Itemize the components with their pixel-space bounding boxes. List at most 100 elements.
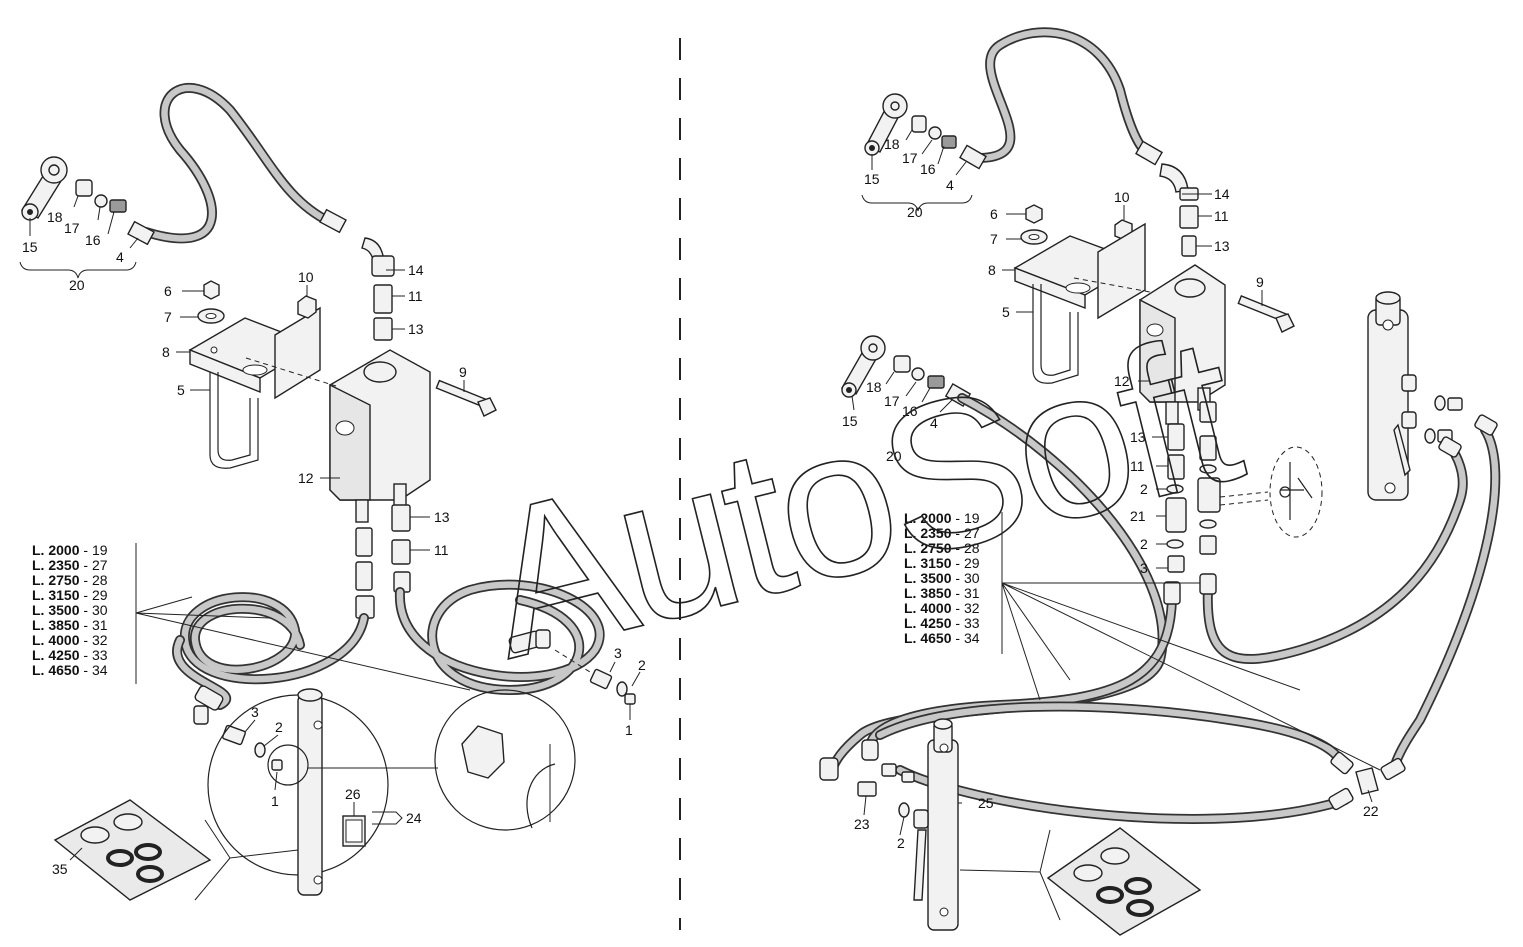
left-banjo-assembly: [21, 156, 127, 221]
length-row: L. 3150 - 29: [904, 555, 980, 571]
length-row: L. 2350 - 27: [904, 525, 980, 541]
callout-2b: 2: [1140, 536, 1148, 552]
check-valve-symbol: [1269, 446, 1323, 538]
callout-9: 9: [459, 364, 467, 380]
callout-4: 4: [946, 177, 954, 193]
callout-13: 13: [408, 321, 424, 337]
length-row: L. 4000 - 32: [32, 632, 108, 648]
callout-2c: 2: [897, 835, 905, 851]
callout-11: 11: [408, 288, 423, 304]
length-row: L. 4000 - 32: [904, 600, 980, 616]
callout-23: 23: [854, 816, 870, 832]
callout-11: 11: [1214, 208, 1229, 224]
callout-7: 7: [164, 309, 172, 325]
callout-18b: 18: [866, 379, 882, 395]
left-callouts: 15 18 17 16 4 20 6 7 8 5 10 14 11 13 9 1…: [22, 209, 646, 877]
length-row: L. 4250 - 33: [904, 615, 980, 631]
right-length-table: L. 2000 - 19 L. 2350 - 27 L. 2750 - 28 L…: [904, 510, 980, 646]
callout-21: 21: [1130, 508, 1146, 524]
left-fitting-11b: [391, 539, 411, 565]
left-fitting-13: [373, 317, 393, 341]
left-valve-body-12: [329, 349, 431, 523]
callout-8: 8: [988, 262, 996, 278]
callout-13b: 13: [434, 509, 450, 525]
callout-6: 6: [164, 283, 172, 299]
callout-17b: 17: [884, 393, 900, 409]
length-row: L. 2750 - 28: [904, 540, 980, 556]
left-bolt-9: [435, 379, 497, 417]
left-seal-kit-35: [53, 799, 212, 901]
callout-17: 17: [902, 150, 918, 166]
length-row: L. 3850 - 31: [904, 585, 980, 601]
callout-2b: 2: [275, 719, 283, 735]
callout-20: 20: [907, 204, 923, 220]
callout-1b: 1: [271, 793, 279, 809]
callout-3: 3: [1140, 560, 1148, 576]
length-row: L. 3500 - 30: [904, 570, 980, 586]
callout-12: 12: [298, 470, 314, 486]
callout-25: 25: [978, 795, 994, 811]
right-view: 18 17 16 15 4 20 14 11 13 10 6 7 8 5 9 1…: [819, 27, 1501, 936]
callout-26: 26: [345, 786, 361, 802]
left-cylinder-24: [297, 688, 323, 896]
left-upper-hose: [141, 83, 335, 244]
right-hoses: [825, 393, 1501, 824]
right-callouts: 18 17 16 15 4 20 14 11 13 10 6 7 8 5 9 1…: [842, 136, 1379, 851]
callout-24: 24: [406, 810, 422, 826]
callout-15: 15: [22, 239, 38, 255]
left-hose-fitting-upper: [319, 208, 347, 234]
length-row: L. 2000 - 19: [32, 542, 108, 558]
callout-5: 5: [177, 382, 185, 398]
left-hose-fitting-4: [127, 220, 155, 246]
left-fitting-11: [373, 284, 393, 314]
callout-12: 12: [1114, 373, 1130, 389]
right-tee-22: [1355, 767, 1379, 795]
length-row: L. 2750 - 28: [32, 572, 108, 588]
callout-18: 18: [884, 136, 900, 152]
callout-20: 20: [69, 277, 85, 293]
callout-10: 10: [1114, 189, 1130, 205]
length-row: L. 2000 - 19: [904, 510, 980, 526]
left-coiled-hoses: [172, 579, 605, 710]
callout-3: 3: [614, 645, 622, 661]
callout-11b: 11: [1130, 458, 1145, 474]
left-fitting-3a: [589, 668, 613, 690]
left-length-table: L. 2000 - 19 L. 2350 - 27 L. 2750 - 28 L…: [32, 542, 108, 678]
callout-16b: 16: [902, 403, 918, 419]
left-fitting-13b: [391, 504, 411, 532]
left-nut-6: [203, 280, 220, 300]
callout-10: 10: [298, 269, 314, 285]
callout-7: 7: [990, 231, 998, 247]
callout-16: 16: [920, 161, 936, 177]
left-nut-10: [297, 295, 317, 319]
callout-14: 14: [1214, 186, 1230, 202]
left-bracket-8: [188, 306, 321, 400]
callout-5: 5: [1002, 304, 1010, 320]
length-row: L. 3850 - 31: [32, 617, 108, 633]
left-detail-plug: [461, 725, 505, 779]
callout-1: 1: [625, 722, 633, 738]
right-fitting-23: [857, 781, 877, 797]
right-cylinder-25: [913, 718, 959, 931]
length-row: L. 4250 - 33: [32, 647, 108, 663]
length-row: L. 4650 - 34: [32, 662, 108, 678]
left-detail-circle: [434, 689, 576, 831]
length-row: L. 3150 - 29: [32, 587, 108, 603]
callout-15: 15: [864, 171, 880, 187]
callout-2: 2: [638, 657, 646, 673]
callout-16: 16: [85, 232, 101, 248]
left-ubolt-5: [209, 372, 259, 469]
left-fitting-3b: [222, 724, 246, 746]
callout-18: 18: [47, 209, 63, 225]
length-row: L. 4650 - 34: [904, 630, 980, 646]
left-view: 15 18 17 16 4 20 6 7 8 5 10 14 11 13 9 1…: [19, 83, 646, 901]
callout-2: 2: [1140, 481, 1148, 497]
right-fitting-stack: [1165, 401, 1221, 573]
callout-3b: 3: [251, 704, 259, 720]
callout-8: 8: [162, 344, 170, 360]
callout-6: 6: [990, 206, 998, 222]
callout-4: 4: [116, 249, 124, 265]
callout-20b: 20: [886, 448, 902, 464]
callout-14: 14: [408, 262, 424, 278]
